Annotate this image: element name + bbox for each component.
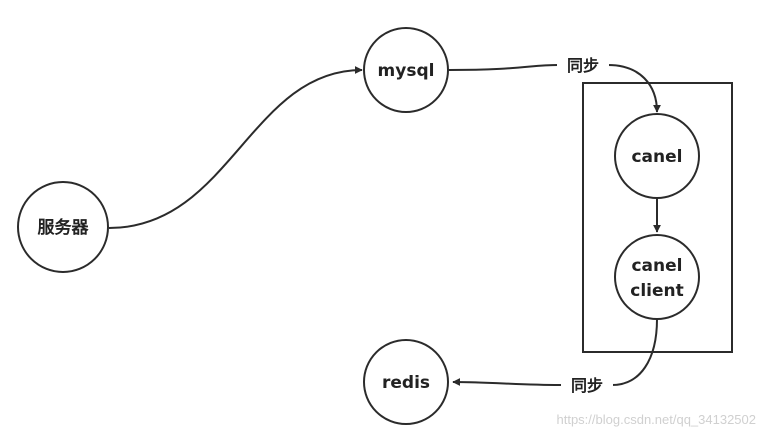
edge-label-bg-client-redis <box>561 372 613 398</box>
node-server-circle <box>17 181 109 273</box>
node-canel: canel <box>614 113 700 199</box>
node-canel-client-label-line1: canel <box>631 256 682 276</box>
node-redis-circle <box>363 339 449 425</box>
edge-label-mysql-canel: 同步 <box>567 56 599 75</box>
node-canel-label: canel <box>631 147 682 167</box>
edge-client-to-redis <box>452 318 658 387</box>
node-server-label: 服务器 <box>38 217 90 238</box>
node-mysql: mysql <box>363 27 449 113</box>
edge-label-client-redis: 同步 <box>571 376 603 395</box>
edge-label-bg-mysql-canel <box>557 52 609 78</box>
node-redis-label: redis <box>382 373 430 393</box>
edge-mysql-to-canel <box>448 64 661 113</box>
canal-container-box <box>582 82 733 353</box>
node-redis: redis <box>363 339 449 425</box>
node-canel-client-label-line2: client <box>630 281 684 301</box>
node-canel-circle <box>614 113 700 199</box>
node-mysql-circle <box>363 27 449 113</box>
edge-server-to-mysql <box>108 66 363 229</box>
node-canel-client: canel client <box>614 234 700 320</box>
node-server: 服务器 <box>17 181 109 273</box>
watermark-url: https://blog.csdn.net/qq_34132502 <box>557 412 757 427</box>
node-canel-client-circle <box>614 234 700 320</box>
node-mysql-label: mysql <box>378 61 435 81</box>
